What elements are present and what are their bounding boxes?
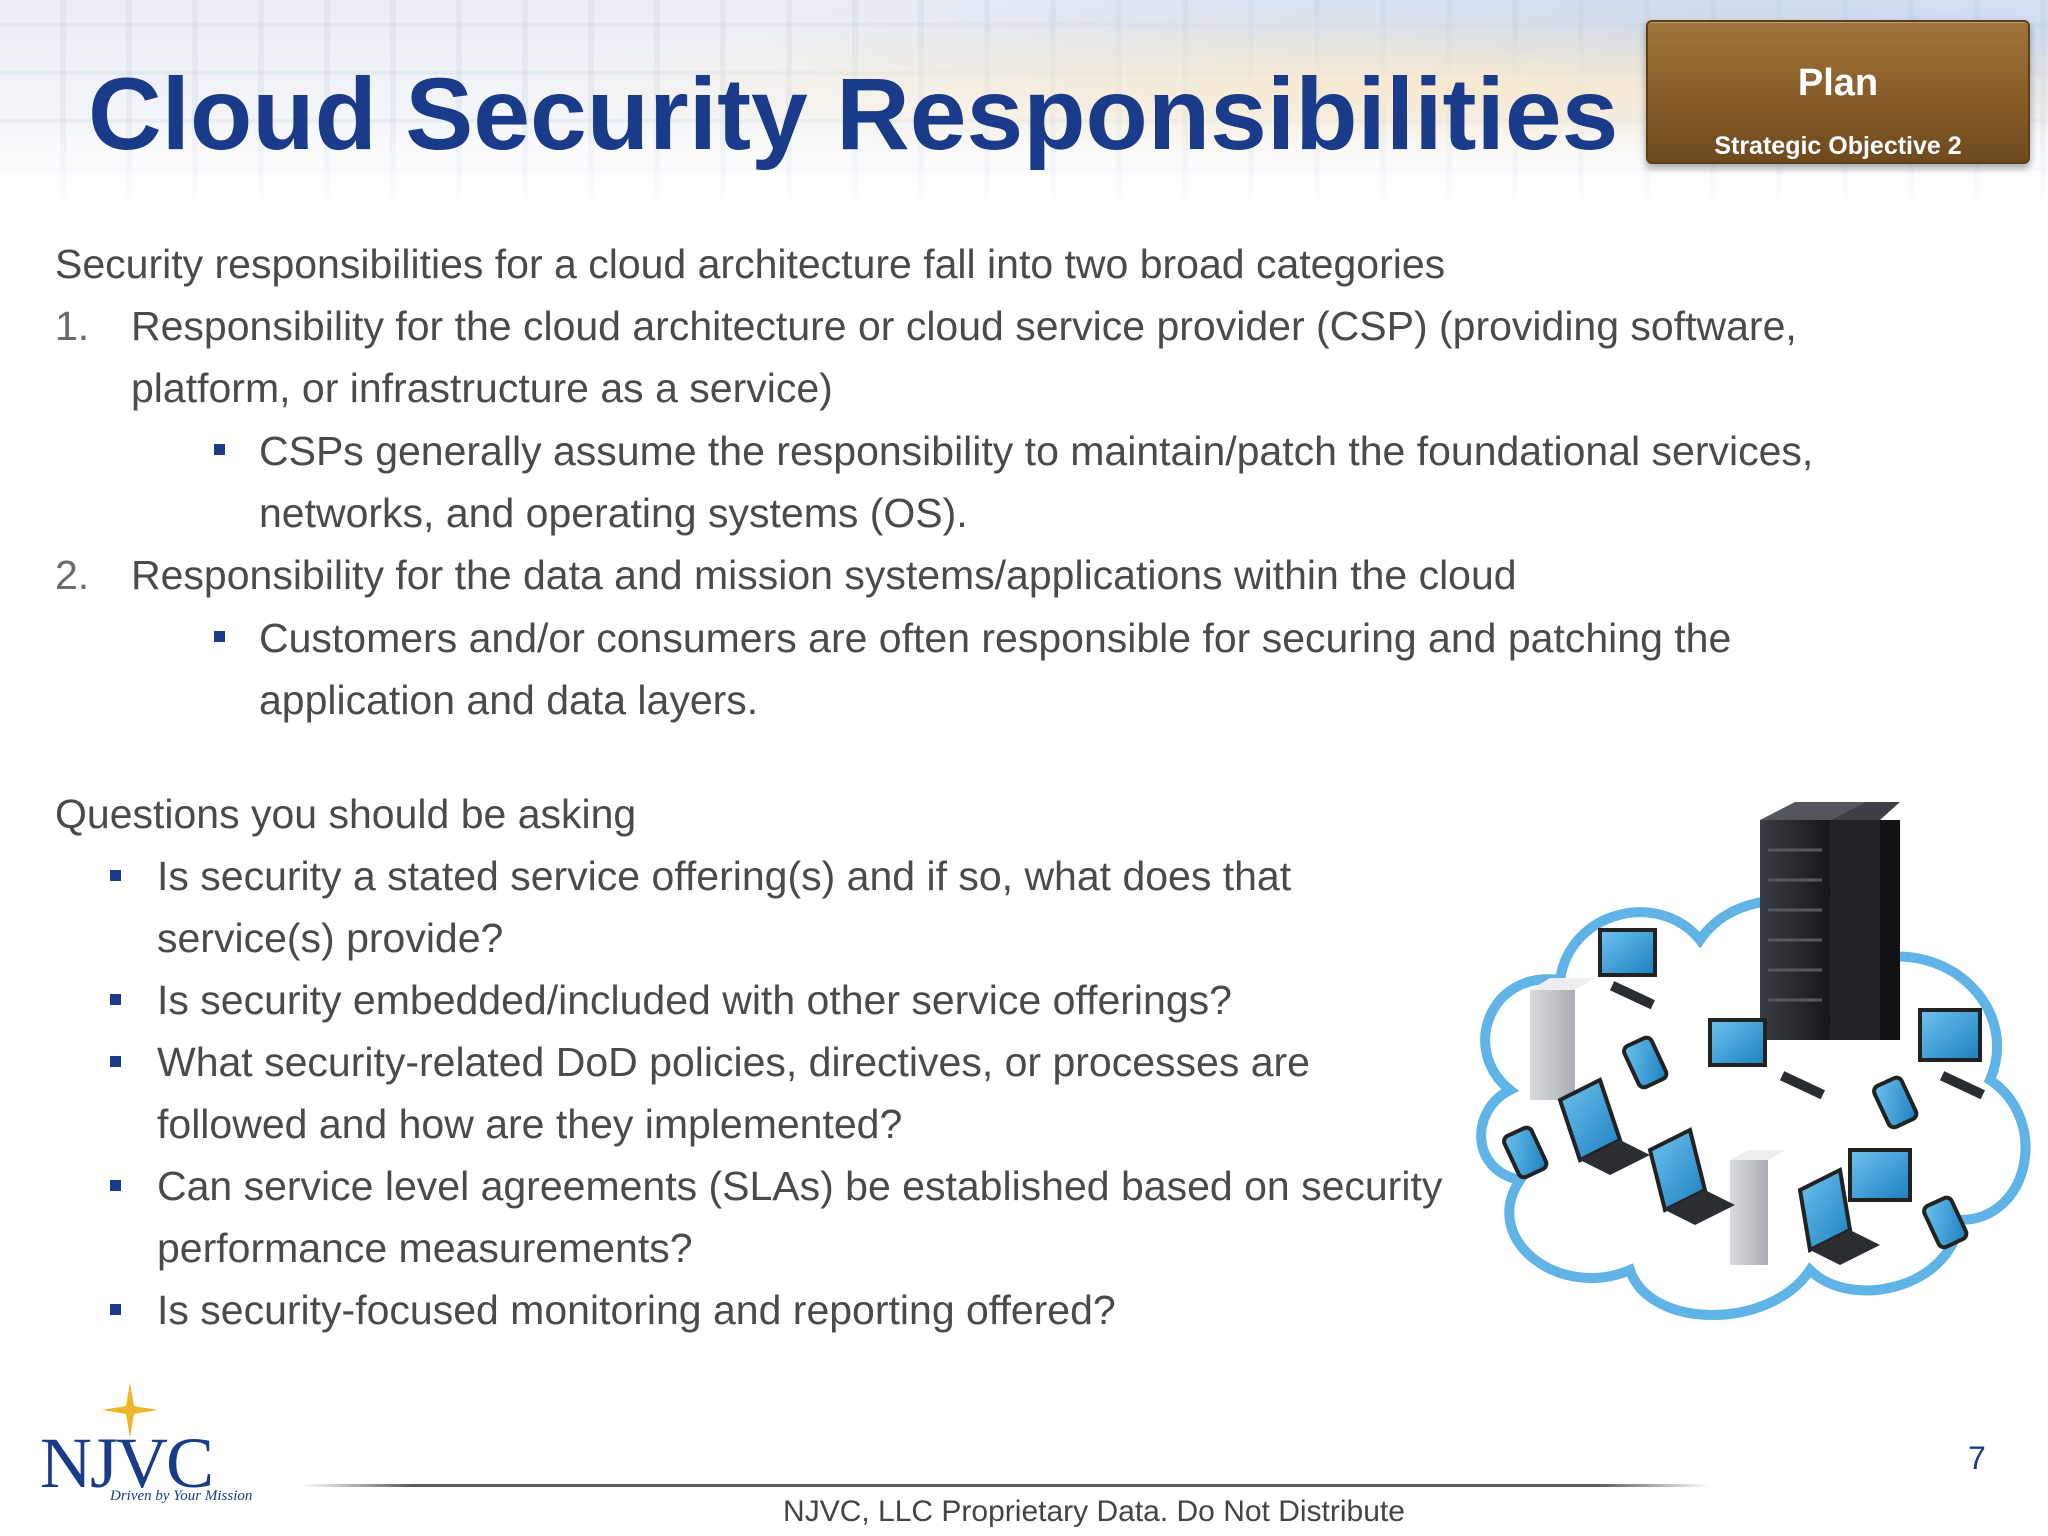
phone-icon bbox=[1622, 1035, 1669, 1090]
question-1-line-1: Is security a stated service offering(s)… bbox=[157, 853, 1292, 899]
phone-icon bbox=[1502, 1125, 1549, 1180]
square-bullet-icon bbox=[110, 994, 121, 1005]
phone-icon bbox=[1922, 1195, 1969, 1250]
cloud-servers-illustration bbox=[1476, 802, 2031, 1320]
question-4-line-1: Can service level agreements (SLAs) be e… bbox=[157, 1163, 1443, 1209]
monitor-icon bbox=[1598, 928, 1657, 977]
logo-tagline: Driven by Your Mission bbox=[110, 1488, 253, 1504]
footer-text: NJVC, LLC Proprietary Data. Do Not Distr… bbox=[783, 1495, 1405, 1528]
question-3-line-1: What security-related DoD policies, dire… bbox=[157, 1039, 1310, 1085]
square-bullet-icon bbox=[110, 870, 121, 881]
square-bullet-icon bbox=[214, 444, 225, 455]
question-2-line-1: Is security embedded/included with other… bbox=[157, 977, 1232, 1023]
questions-heading: Questions you should be asking bbox=[55, 791, 637, 837]
star-icon bbox=[102, 1382, 158, 1438]
logo-name: NJVC bbox=[40, 1423, 214, 1503]
item-number: 2. bbox=[55, 552, 90, 598]
question-5-line-1: Is security-focused monitoring and repor… bbox=[157, 1287, 1116, 1333]
plan-badge-label: Plan bbox=[1797, 62, 1879, 104]
item-number: 1. bbox=[55, 303, 90, 349]
item-2-sub-line-1: Customers and/or consumers are often res… bbox=[259, 615, 1732, 661]
square-bullet-icon bbox=[110, 1056, 121, 1067]
item-1-line-2: platform, or infrastructure as a service… bbox=[131, 365, 833, 411]
question-1-line-2: service(s) provide? bbox=[157, 915, 504, 961]
plan-badge-subtitle: Strategic Objective 2 bbox=[1714, 132, 1962, 160]
item-2-sub-line-2: application and data layers. bbox=[259, 677, 759, 723]
monitor-icon bbox=[1848, 1148, 1912, 1202]
footer-divider bbox=[300, 1484, 1710, 1487]
item-1-sub-line-1: CSPs generally assume the responsibility… bbox=[259, 428, 1814, 474]
question-3-line-2: followed and how are they implemented? bbox=[157, 1101, 903, 1147]
page-title: Cloud Security Responsibilities bbox=[88, 57, 1619, 171]
plan-badge: Plan Strategic Objective 2 bbox=[1646, 20, 2030, 164]
page-number: 7 bbox=[1968, 1440, 1986, 1476]
square-bullet-icon bbox=[214, 631, 225, 642]
server-rack-icon bbox=[1760, 820, 1830, 1040]
item-1-line-1: Responsibility for the cloud architectur… bbox=[131, 303, 1797, 349]
square-bullet-icon bbox=[110, 1180, 121, 1191]
item-2-line-1: Responsibility for the data and mission … bbox=[131, 552, 1517, 598]
server-tower-icon bbox=[1530, 990, 1575, 1100]
question-4-line-2: performance measurements? bbox=[157, 1225, 693, 1271]
server-tower-icon bbox=[1730, 1160, 1768, 1265]
njvc-logo: NJVC Driven by Your Mission bbox=[30, 1380, 290, 1530]
square-bullet-icon bbox=[110, 1304, 121, 1315]
item-1-sub-line-2: networks, and operating systems (OS). bbox=[259, 490, 968, 536]
phone-icon bbox=[1872, 1075, 1919, 1130]
intro-text: Security responsibilities for a cloud ar… bbox=[55, 241, 1446, 287]
monitor-icon bbox=[1918, 1008, 1982, 1062]
monitor-icon bbox=[1708, 1018, 1767, 1067]
